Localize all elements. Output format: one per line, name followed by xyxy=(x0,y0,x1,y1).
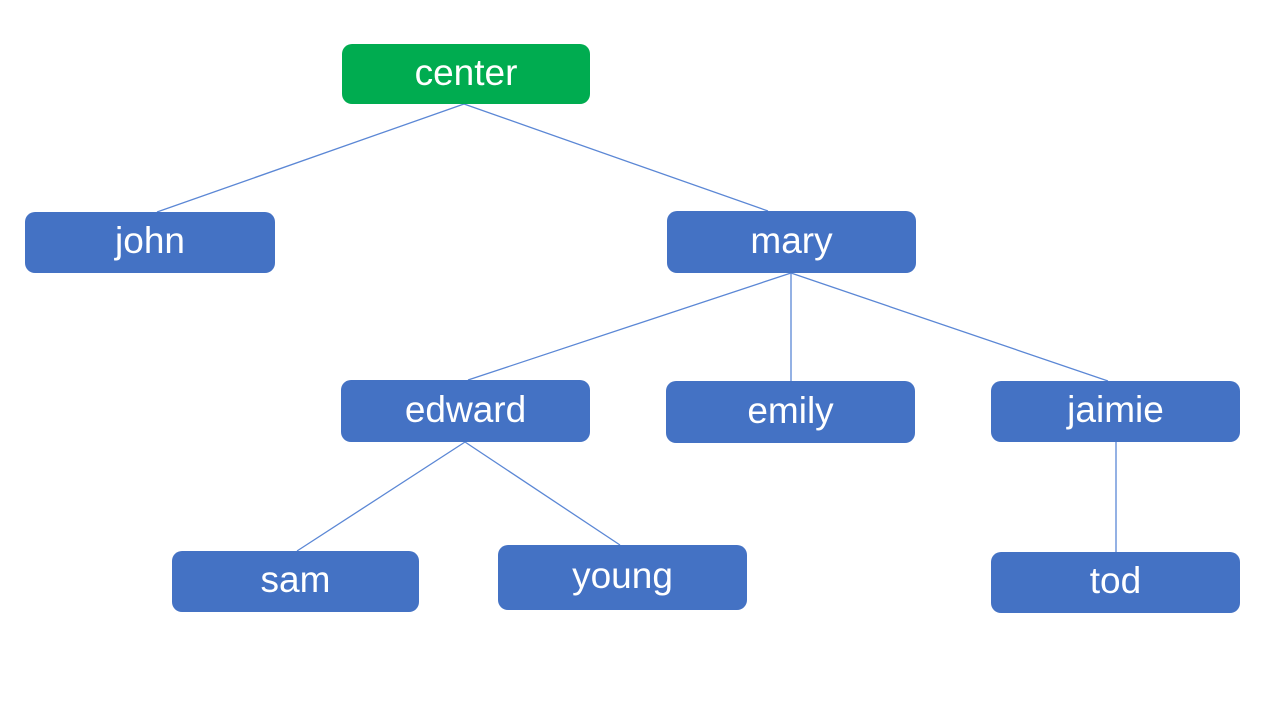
tree-node-label: john xyxy=(115,220,185,261)
tree-node-label: sam xyxy=(260,559,331,600)
tree-node-label: center xyxy=(414,51,518,93)
tree-node-label: emily xyxy=(747,389,834,431)
tree-node-label: edward xyxy=(404,388,527,430)
tree-node-label: jaimie xyxy=(1067,389,1164,430)
connector-mary-jaimie xyxy=(790,272,1109,382)
tree-node-edward: edward xyxy=(341,380,590,442)
connector-edward-young xyxy=(464,441,621,546)
tree-node-sam: sam xyxy=(172,551,419,612)
connector-edward-sam xyxy=(296,441,466,552)
tree-node-emily: emily xyxy=(666,381,915,443)
tree-node-young: young xyxy=(498,545,747,610)
tree-node-tod: tod xyxy=(991,552,1240,613)
tree-node-mary: mary xyxy=(667,211,916,273)
tree-node-label: tod xyxy=(1089,560,1142,601)
connector-center-mary xyxy=(463,103,769,212)
tree-node-label: mary xyxy=(750,219,833,261)
tree-node-center: center xyxy=(342,44,590,104)
connector-mary-edward xyxy=(467,272,792,381)
tree-node-label: young xyxy=(572,555,673,596)
connector-center-john xyxy=(156,103,465,213)
tree-node-jaimie: jaimie xyxy=(991,381,1240,442)
tree-node-john: john xyxy=(25,212,275,273)
